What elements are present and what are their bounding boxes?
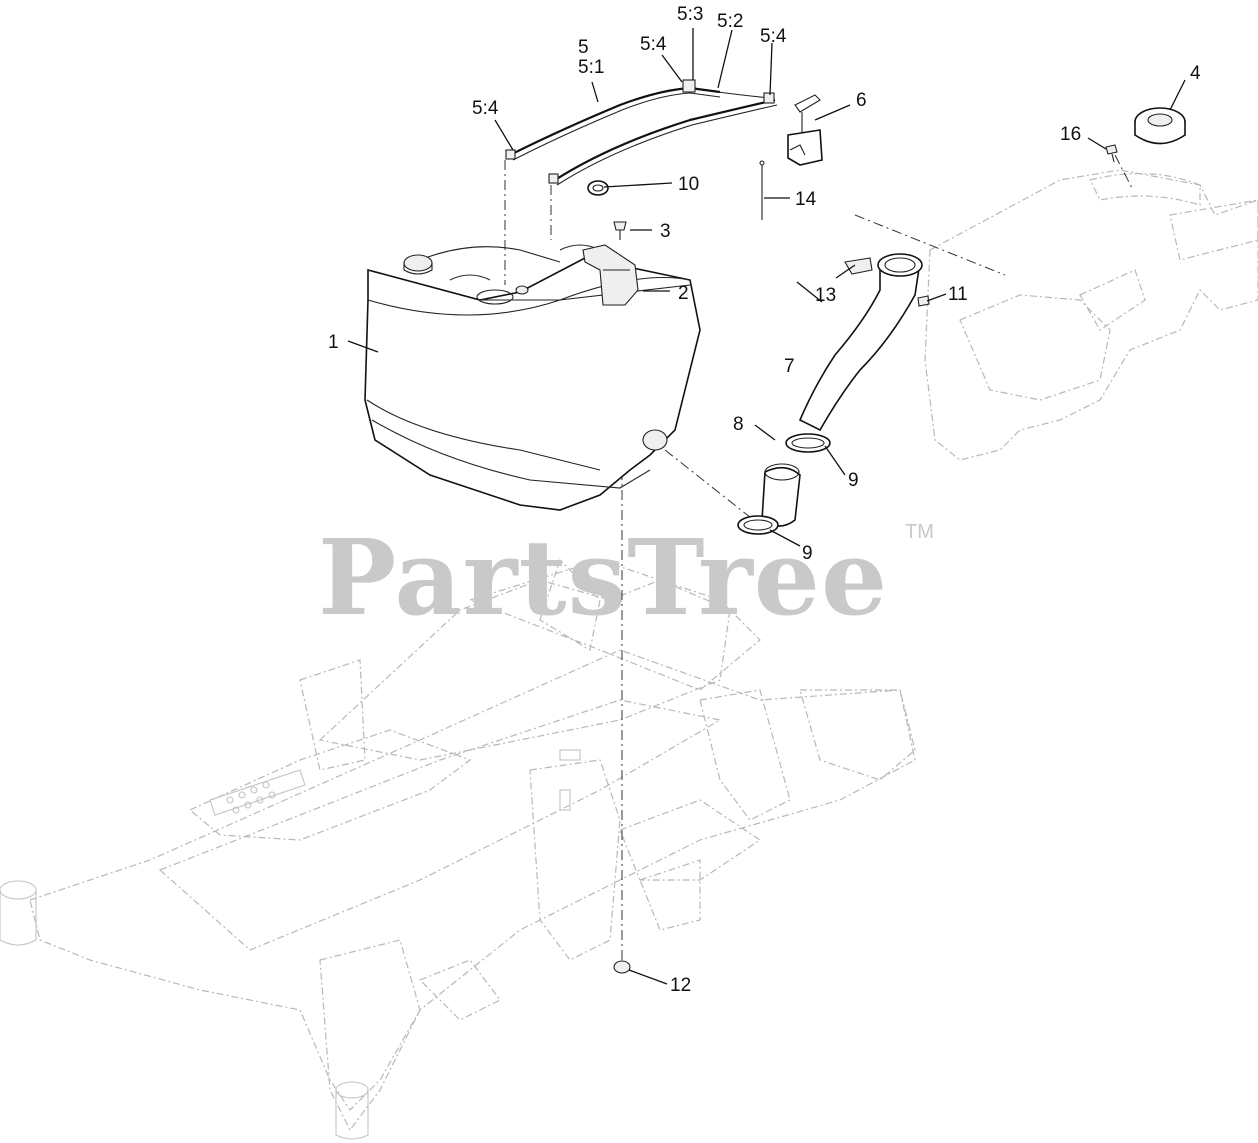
callout-16: 16 (1060, 124, 1081, 145)
screw-3 (613, 221, 627, 240)
callout-6: 6 (856, 90, 867, 111)
watermark: PartsTree TM (318, 516, 934, 639)
callout-12: 12 (670, 975, 691, 996)
clamp-9-lower (737, 515, 779, 535)
leader-lines (347, 28, 1186, 985)
callout-5-4-c: 5:4 (472, 98, 499, 119)
callout-7: 7 (784, 356, 795, 377)
callout-5-2: 5:2 (717, 11, 743, 32)
fuel-tank (364, 244, 701, 511)
callout-10: 10 (678, 174, 699, 195)
screw-11 (917, 295, 930, 307)
callout-labels: 1 2 3 4 5 5:1 5:2 5:3 5:4 5:4 5:4 6 7 8 … (328, 4, 1201, 996)
screw-16 (1105, 144, 1118, 163)
tie-14 (759, 160, 765, 220)
watermark-trademark: TM (905, 521, 934, 543)
grommet-10 (587, 180, 609, 196)
clamp-9-upper (785, 433, 831, 453)
bracket-13 (844, 257, 873, 275)
watermark-brand: PartsTree (318, 516, 888, 639)
callout-5-4-a: 5:4 (640, 34, 667, 55)
callout-14: 14 (795, 189, 817, 210)
callout-1: 1 (328, 332, 339, 353)
callout-5-1: 5:1 (578, 57, 604, 78)
fuel-cap-4 (1134, 107, 1186, 145)
fender-outline (924, 169, 1258, 461)
vent-valve (787, 94, 823, 166)
callout-5-4-b: 5:4 (760, 26, 787, 47)
filler-neck-7 (798, 253, 923, 432)
callout-8: 8 (733, 414, 744, 435)
nut-12 (613, 960, 631, 974)
callout-9-upper: 9 (848, 470, 859, 491)
mower-frame-outline (0, 558, 916, 1140)
callout-3: 3 (660, 221, 671, 242)
fuel-hose-assembly (505, 79, 778, 186)
callout-9-lower: 9 (802, 543, 813, 564)
callout-5: 5 (578, 37, 589, 58)
callout-2: 2 (678, 283, 689, 304)
callout-13: 13 (815, 285, 836, 306)
callout-5-3: 5:3 (677, 4, 703, 25)
callout-4: 4 (1190, 63, 1201, 84)
bracket-2 (582, 244, 639, 306)
callout-11: 11 (948, 284, 968, 305)
